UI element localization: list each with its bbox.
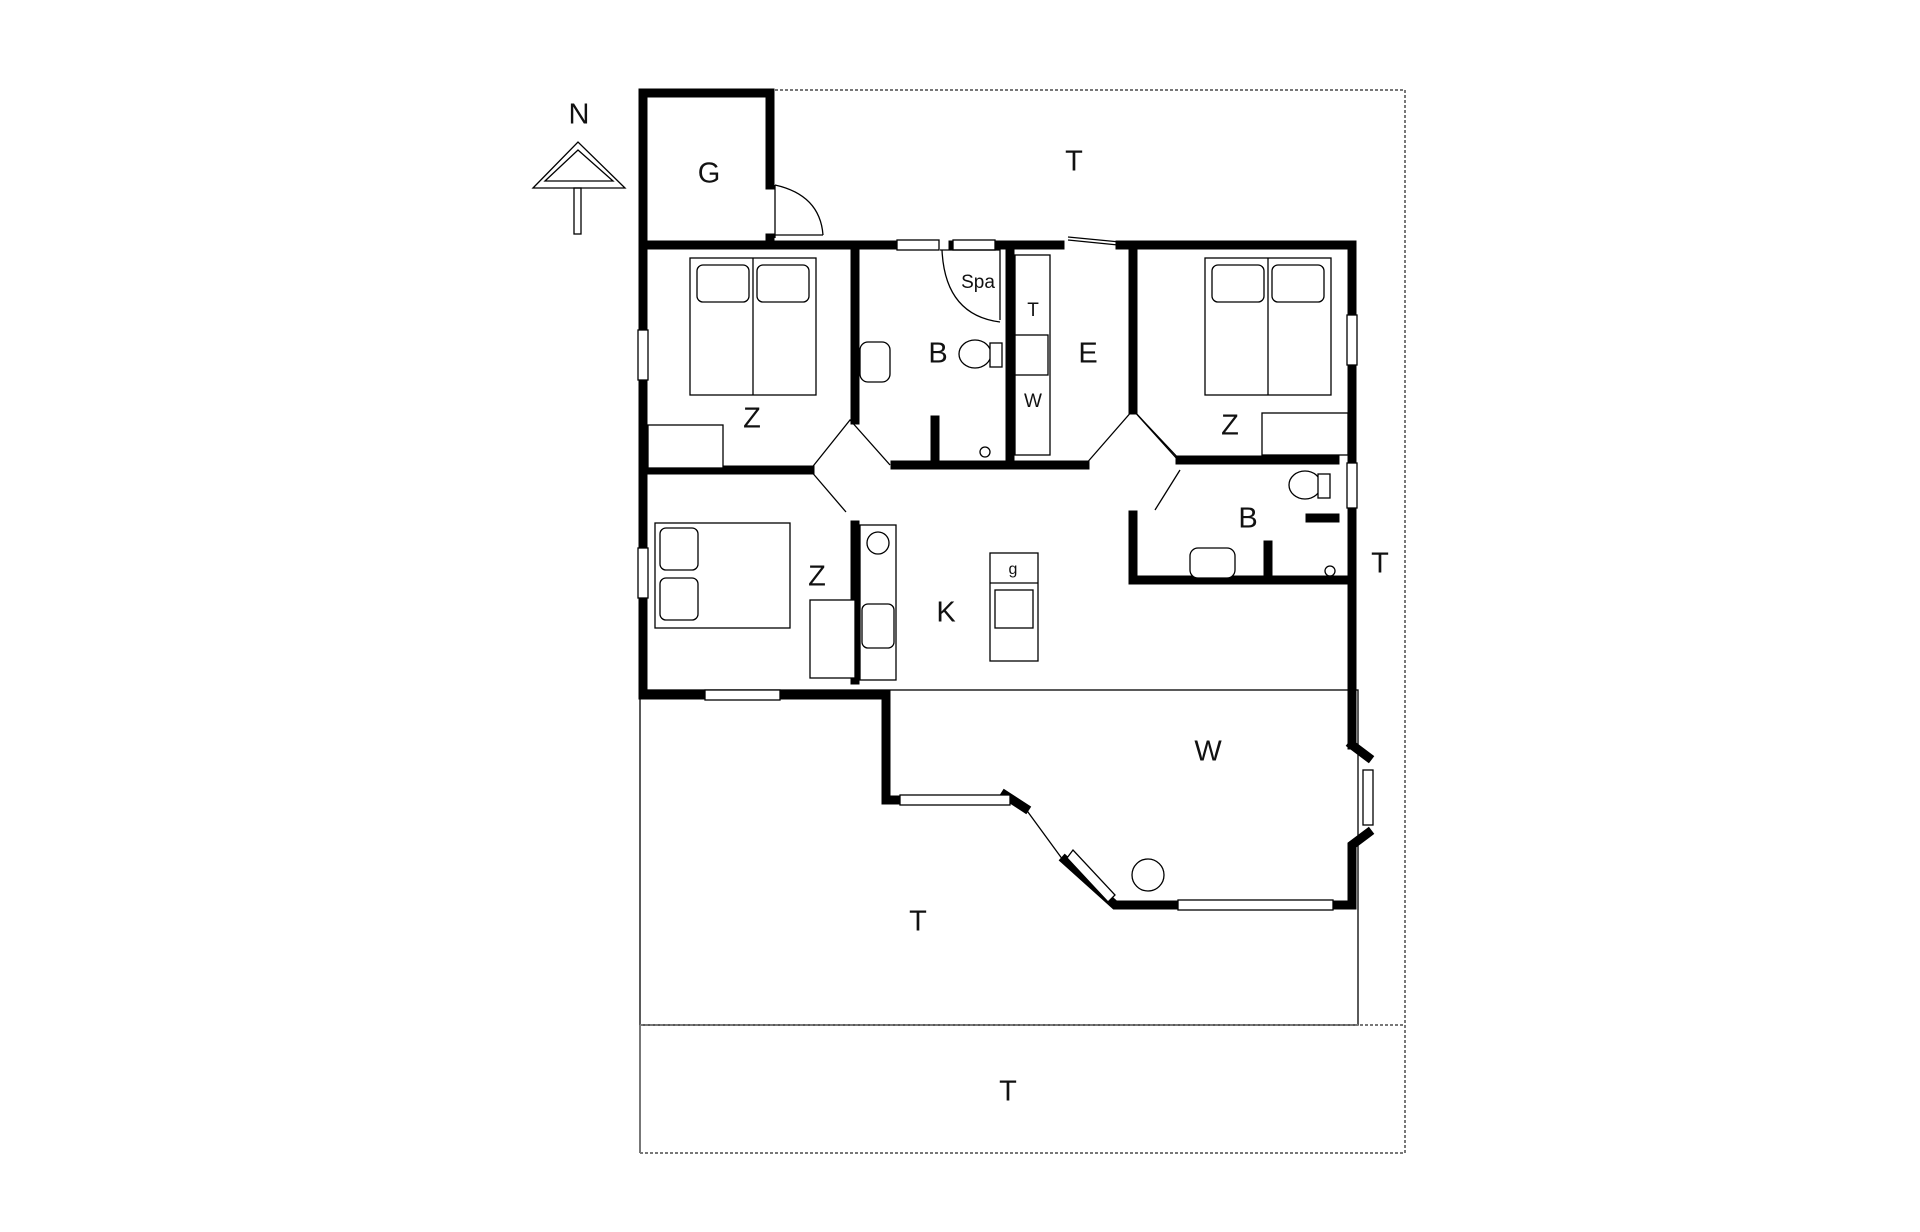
label-living: W xyxy=(1194,736,1222,768)
label-terrace-south: T xyxy=(909,906,927,938)
label-terrace-north: T xyxy=(1065,146,1083,178)
label-bedroom-nw: Z xyxy=(743,403,761,435)
label-bathroom-1: B xyxy=(928,338,947,370)
label-bedroom-ne: Z xyxy=(1221,410,1239,442)
label-kitchen: K xyxy=(936,597,956,629)
terrace-outlines xyxy=(639,89,1406,1154)
label-washer: W xyxy=(1024,391,1042,412)
label-bathroom-2: B xyxy=(1238,503,1257,535)
windows xyxy=(637,239,1374,911)
label-entrance: E xyxy=(1078,338,1097,370)
room-labels: G T Z B Spa T W E Z Z K g B T W T T N xyxy=(569,99,1390,1108)
label-bedroom-w: Z xyxy=(808,561,826,593)
compass-label: N xyxy=(569,99,590,131)
walls xyxy=(638,88,1375,910)
label-terrace-east: T xyxy=(1371,548,1389,580)
doors xyxy=(774,184,1181,861)
north-arrow xyxy=(531,141,627,235)
label-dryer: T xyxy=(1027,300,1039,321)
label-spa: Spa xyxy=(961,272,995,293)
label-grill: g xyxy=(1009,561,1018,578)
label-terrace-bottom: T xyxy=(999,1076,1017,1108)
label-garage: G xyxy=(698,158,721,190)
furniture xyxy=(647,249,1349,892)
